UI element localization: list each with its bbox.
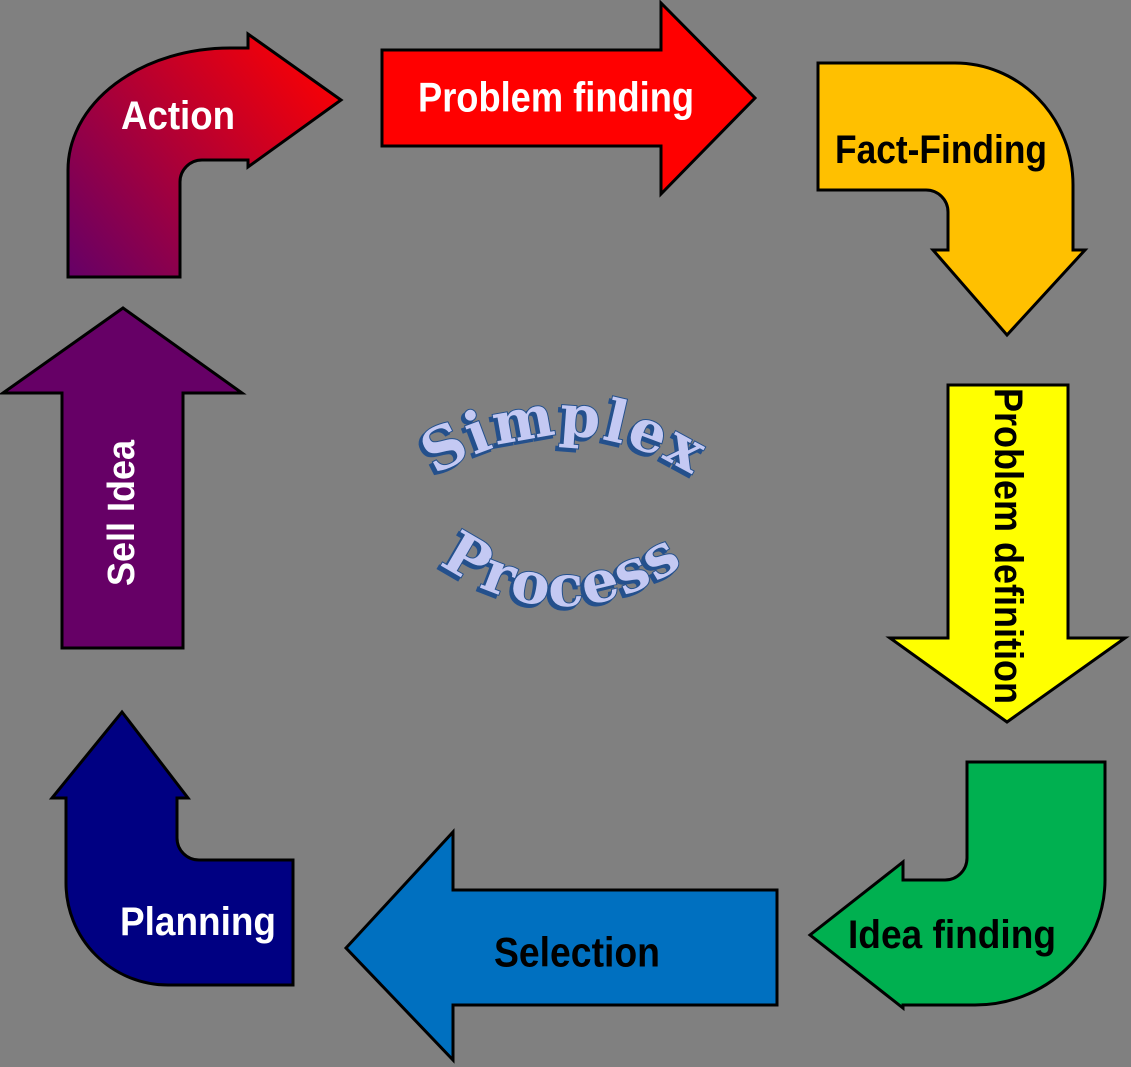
action-label: Action — [121, 94, 235, 138]
problem-finding-arrow-shape — [380, 0, 758, 198]
sell-idea-arrow-shape — [0, 306, 247, 650]
planning-label: Planning — [120, 900, 276, 944]
center-title-line1: Simplex — [410, 381, 719, 488]
selection-label: Selection — [494, 929, 660, 976]
selection-arrow-shape — [343, 828, 779, 1064]
action-arrow-shape — [66, 31, 344, 279]
center-title-line2: Process — [432, 518, 693, 621]
sell-idea-label: Sell Idea — [101, 439, 143, 586]
idea-finding-label: Idea finding — [848, 913, 1056, 957]
idea-finding-arrow-shape — [807, 760, 1107, 1012]
problem-finding-label: Problem finding — [418, 74, 694, 121]
problem-definition-arrow-shape — [885, 383, 1130, 724]
problem-definition-label: Problem definition — [986, 388, 1030, 704]
fact-finding-label: Fact-Finding — [835, 128, 1047, 172]
fact-finding-arrow-shape — [816, 61, 1089, 338]
planning-arrow-shape — [48, 709, 295, 987]
